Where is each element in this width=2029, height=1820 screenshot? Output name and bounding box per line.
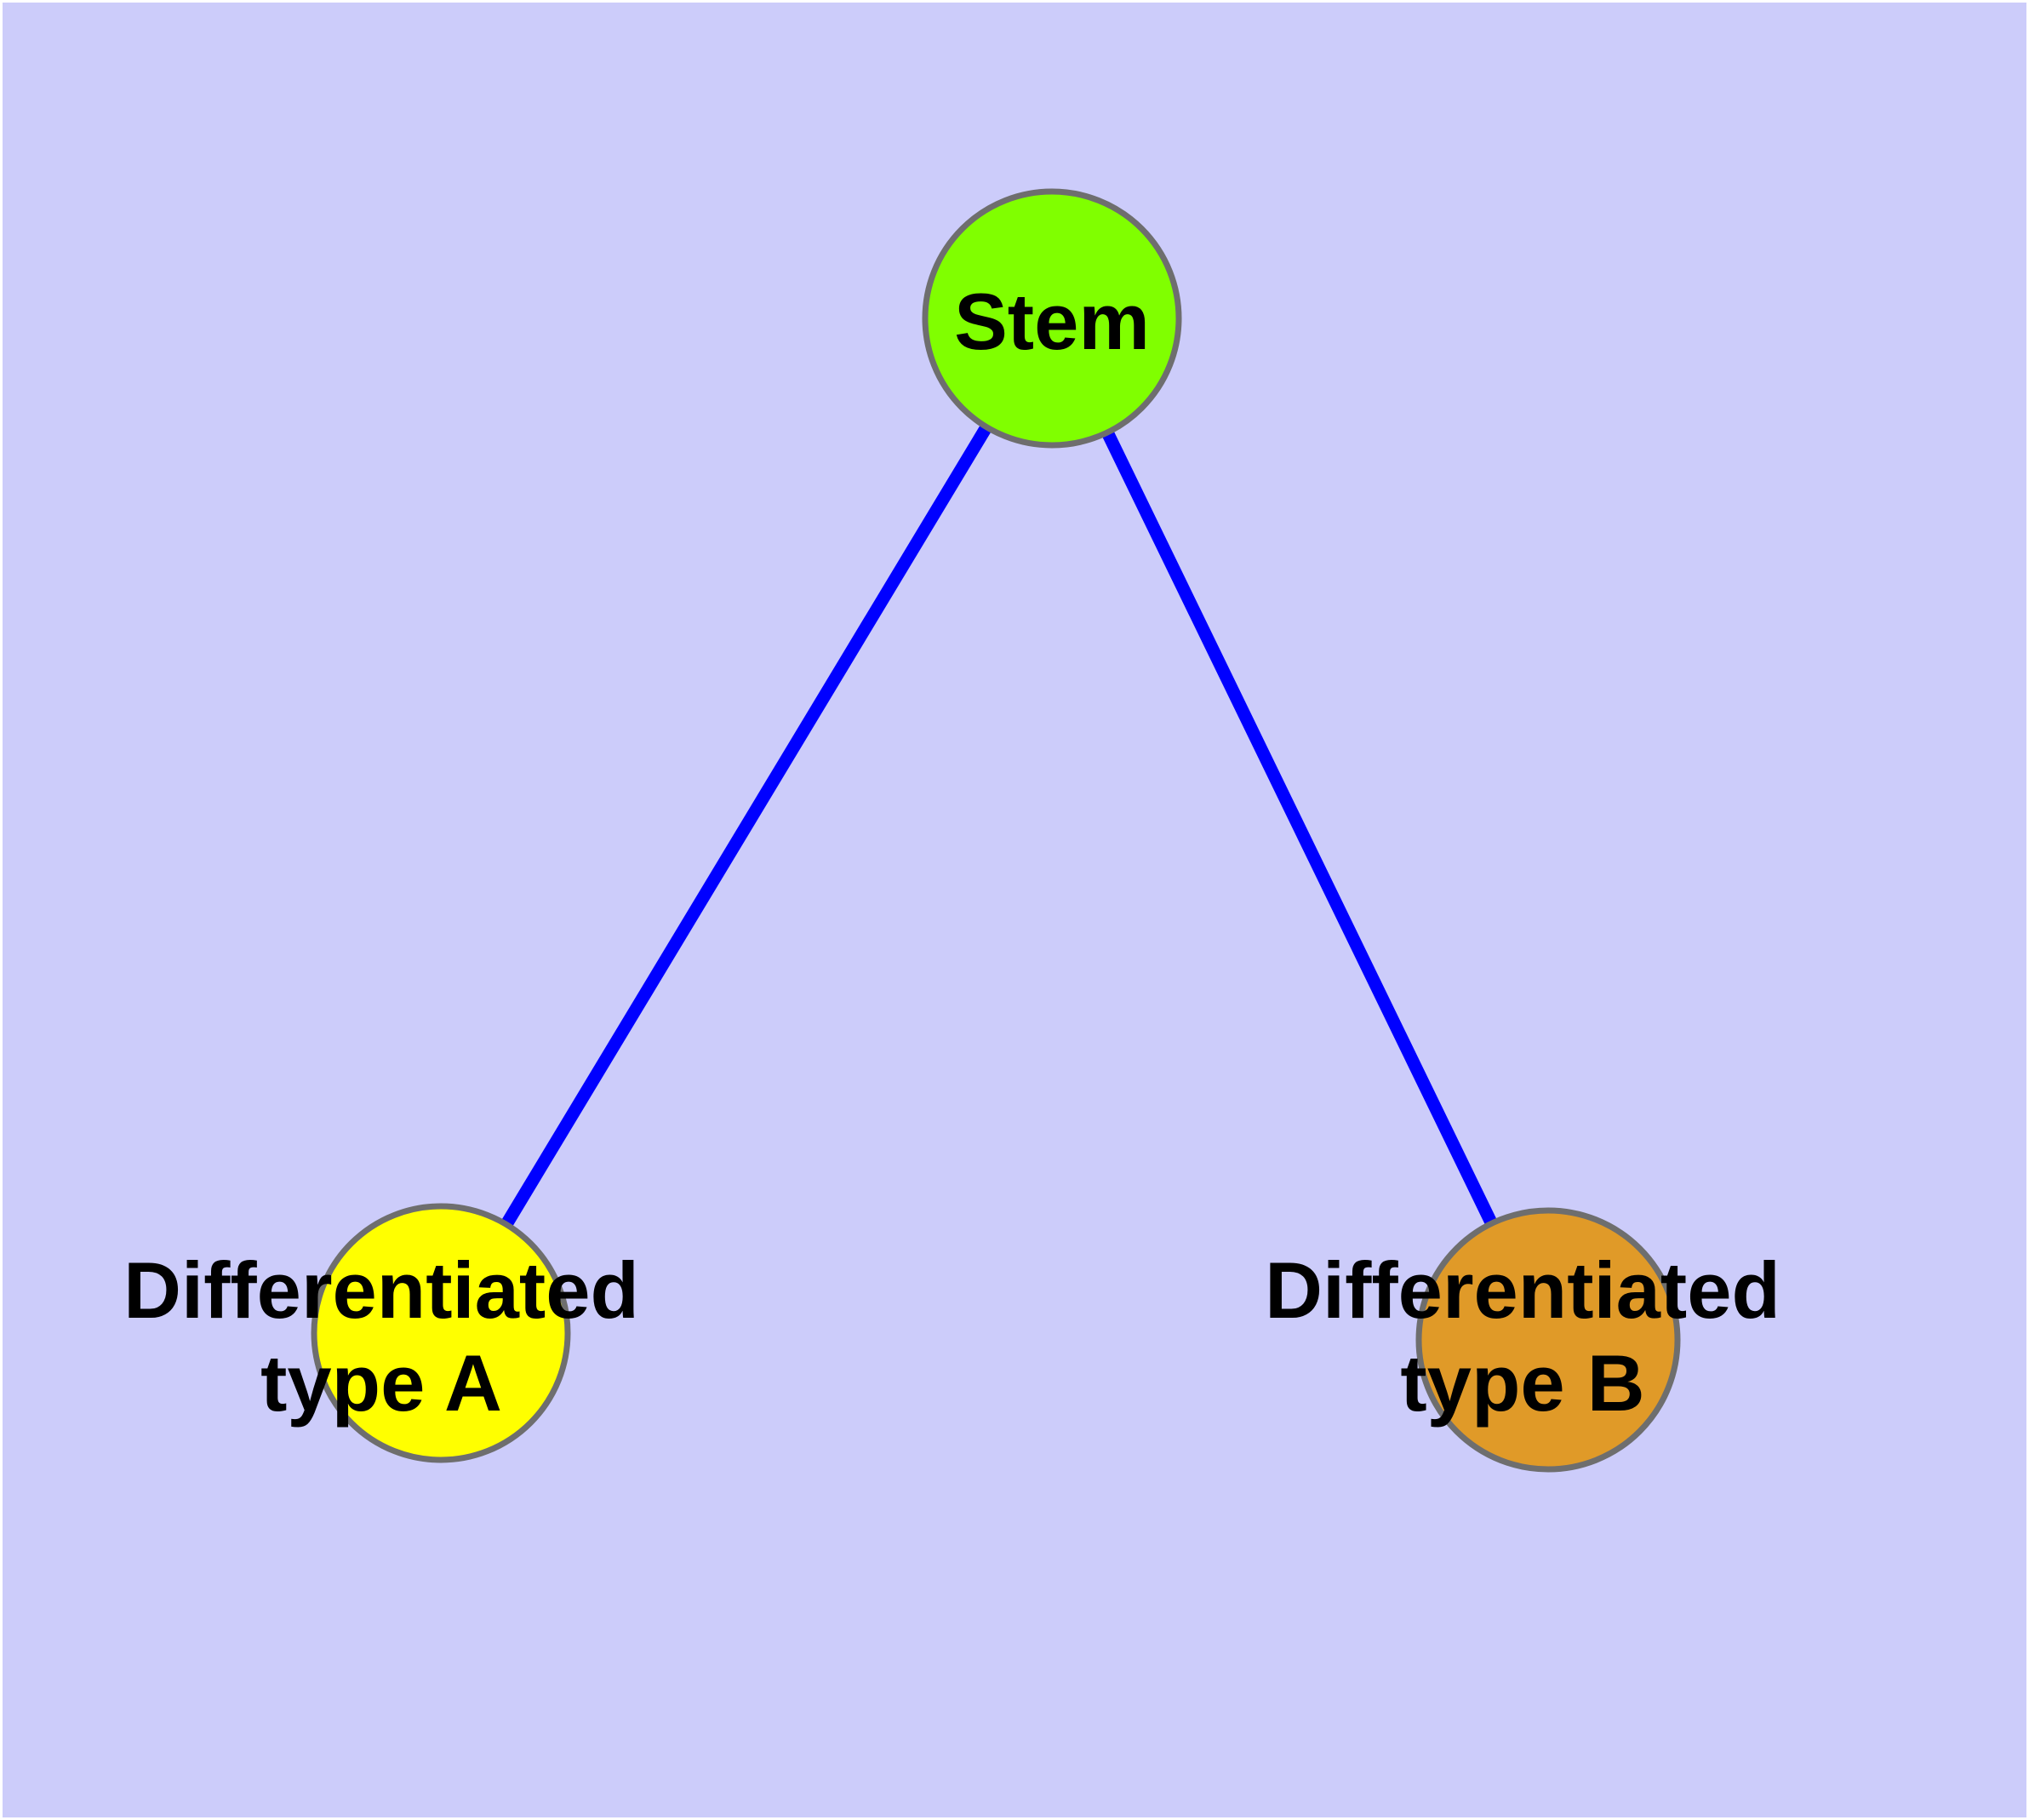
label-line: type B	[1400, 1338, 1644, 1428]
node-layer	[311, 188, 1681, 1473]
label-line: Stem	[954, 277, 1150, 366]
node-stem[interactable]	[922, 188, 1182, 449]
node-stem-label: Stem	[954, 277, 1150, 366]
node-differentiated-type-b-circle[interactable]	[1415, 1207, 1681, 1473]
node-differentiated-type-a[interactable]	[311, 1203, 571, 1463]
node-differentiated-type-b[interactable]	[1415, 1207, 1681, 1473]
edge-stem-to-differentiated-type-a[interactable]	[500, 422, 993, 1229]
label-line: Differentiated	[123, 1245, 639, 1335]
label-line: Differentiated	[1265, 1245, 1780, 1335]
node-stem-circle[interactable]	[922, 188, 1182, 449]
edge-layer	[500, 422, 1499, 1229]
node-differentiated-type-a-circle[interactable]	[311, 1203, 571, 1463]
edge-stem-to-differentiated-type-b[interactable]	[1100, 427, 1499, 1228]
label-line: type A	[260, 1338, 502, 1428]
